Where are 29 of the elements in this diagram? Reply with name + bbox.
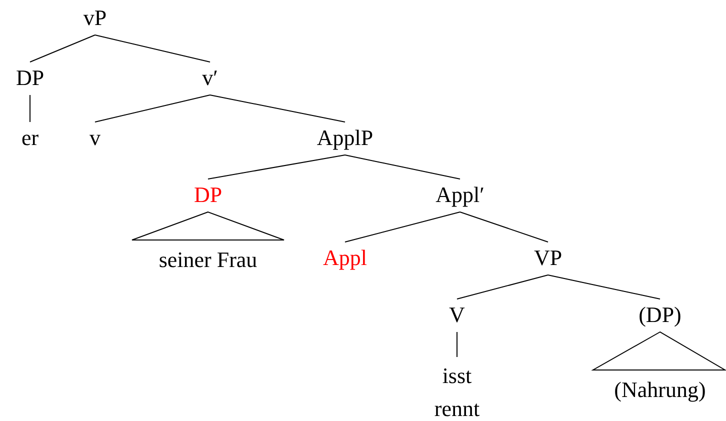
node-label: isst	[442, 362, 472, 390]
tree-branch	[94, 34, 210, 62]
tree-branch	[460, 212, 548, 242]
tree-branch	[456, 332, 458, 358]
tree-branch	[548, 274, 660, 300]
node-label: er	[21, 124, 39, 152]
node-label: V	[449, 301, 465, 329]
node-label: v′	[202, 64, 218, 92]
node-label: vP	[83, 4, 107, 32]
tree-branch	[456, 274, 548, 300]
node-label: DP	[16, 64, 44, 92]
node-label: Appl	[323, 244, 367, 272]
tree-branch	[94, 94, 210, 122]
tree-branch	[344, 154, 460, 180]
node-label: rennt	[434, 395, 480, 421]
node-label: seiner Frau	[158, 246, 258, 274]
node-label: DP	[194, 181, 222, 209]
tree-branch	[210, 94, 346, 122]
node-label: Appl′	[436, 181, 484, 209]
node-label: (Nahrung)	[614, 376, 706, 404]
node-label: (DP)	[638, 301, 682, 329]
roof-triangle	[591, 331, 726, 370]
node-label: VP	[534, 244, 562, 272]
node-label: ApplP	[316, 124, 374, 152]
tree-branch	[30, 34, 96, 62]
tree-branch	[208, 154, 346, 180]
node-label: v	[90, 124, 100, 152]
roof-triangle	[132, 211, 284, 240]
tree-branch	[344, 212, 460, 242]
